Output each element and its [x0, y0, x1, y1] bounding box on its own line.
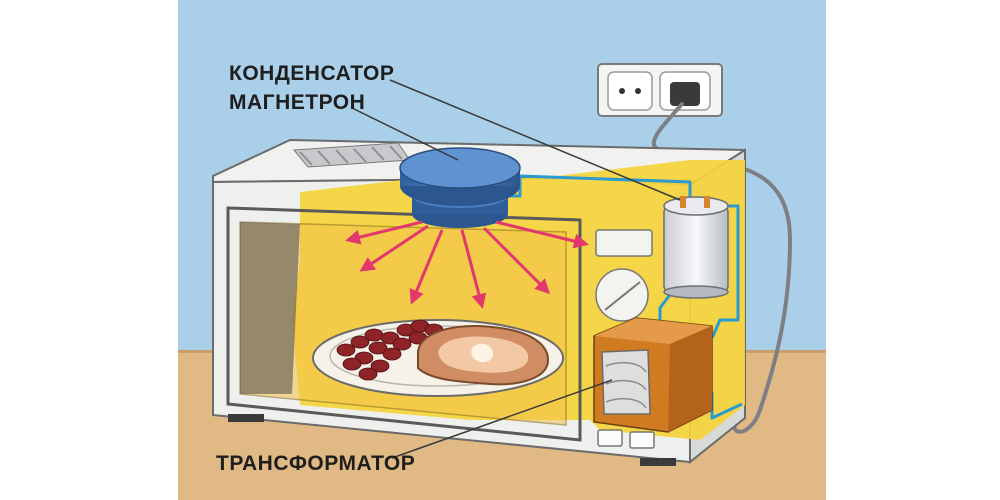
arrow-6 [495, 220, 589, 249]
steak [417, 325, 550, 386]
leader-magnetron [351, 107, 459, 161]
label-transformer: ТРАНСФОРМАТОР [216, 452, 415, 475]
vent-grille [292, 142, 411, 168]
capacitor [663, 196, 729, 299]
stop-button [629, 431, 655, 449]
magnetron [399, 147, 521, 228]
power-plug [670, 82, 700, 106]
leader-capacitor [389, 79, 681, 201]
leader-transformer [391, 379, 613, 459]
start-button [597, 429, 623, 447]
control-knob-upper [595, 268, 649, 322]
arrow-5 [482, 226, 551, 295]
transformer [593, 317, 713, 433]
arrow-3 [409, 229, 444, 305]
beans [336, 319, 444, 381]
wall-socket [597, 63, 723, 117]
arrow-1 [345, 220, 423, 245]
leader-lines [351, 79, 681, 459]
arrow-4 [460, 229, 487, 309]
microwave-arrows [345, 220, 589, 309]
display-window [595, 229, 653, 257]
label-magnetron: МАГНЕТРОН [229, 91, 365, 114]
label-capacitor: КОНДЕНСАТОР [229, 62, 394, 85]
arrow-2 [359, 224, 429, 272]
